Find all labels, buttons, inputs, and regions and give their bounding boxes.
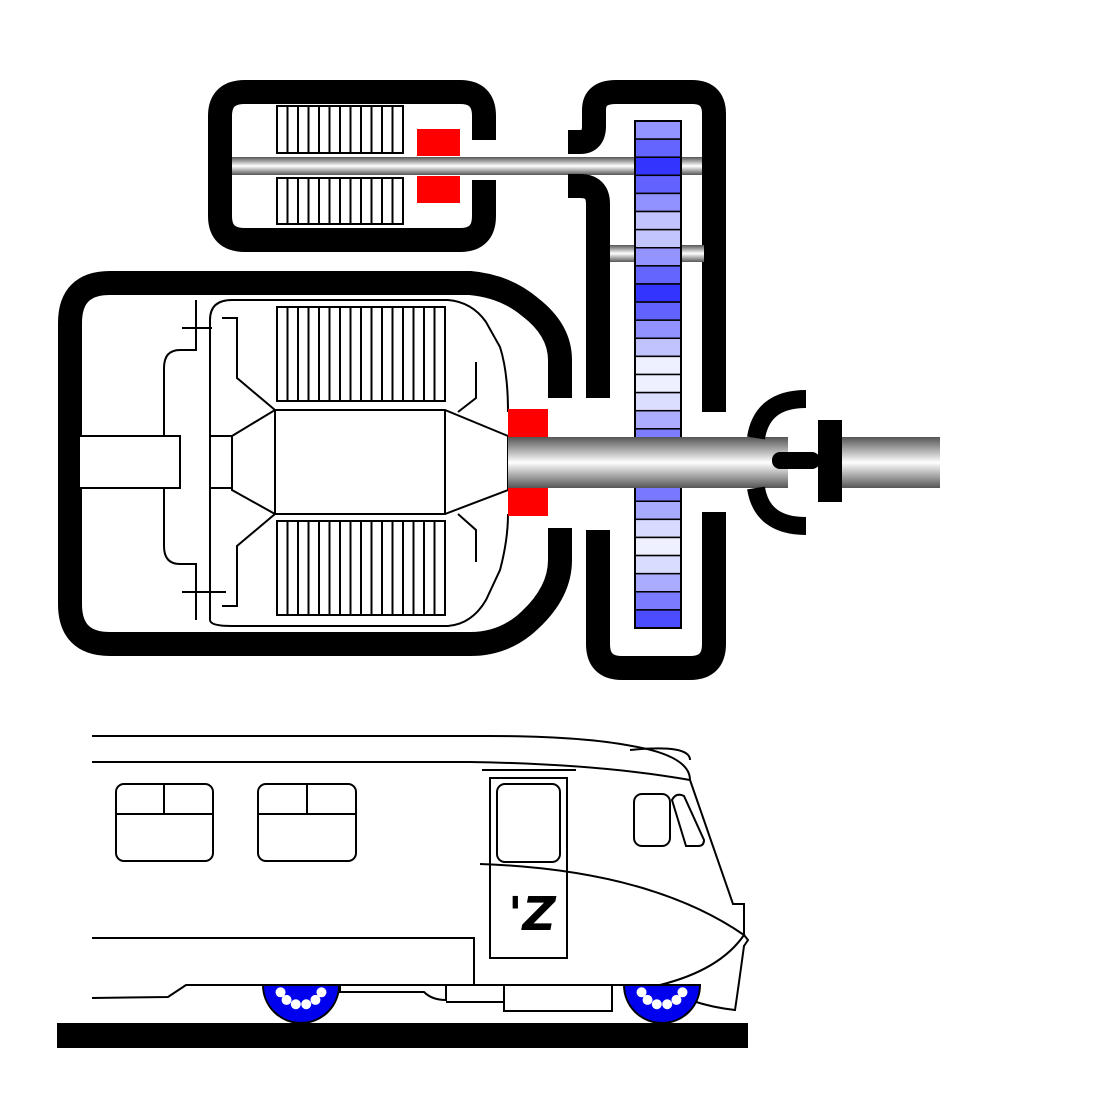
train-car: 'Z [91, 735, 750, 1024]
main-motor [58, 271, 940, 656]
front-wheel-hole [636, 987, 647, 998]
main-motor-inner-frame [209, 299, 509, 620]
gearbox [568, 80, 726, 680]
train-door [489, 777, 568, 959]
cab-window-2 [670, 793, 706, 847]
train-nose-profile [479, 863, 746, 986]
gear-tooth [634, 373, 682, 394]
rear-wheel [261, 984, 341, 1024]
coupling-pin [772, 452, 820, 469]
main-motor-rotor [231, 409, 509, 515]
top-motor-bearing-lower [417, 176, 460, 203]
passenger-window-2-frame [258, 784, 356, 815]
rear-wheel-hole [301, 999, 312, 1010]
gear-tooth [634, 120, 682, 140]
front-wheel-hole [671, 994, 682, 1005]
train-door-window [496, 783, 561, 863]
main-motor-coil-lower [276, 520, 446, 616]
gear-tooth [634, 156, 682, 177]
gear-tooth [634, 518, 682, 539]
gear-tooth [634, 500, 682, 521]
rear-wheel-hole [316, 987, 327, 998]
gear-tooth [634, 319, 682, 340]
gear-outline [634, 120, 682, 629]
rear-wheel-hole [275, 987, 286, 998]
rear-wheel-hole [310, 994, 321, 1005]
gear-tooth [634, 337, 682, 358]
train-roof-edge [92, 761, 691, 781]
gear-tooth [634, 409, 682, 430]
gearbox-housing-lower [586, 512, 726, 680]
gear-tooth [634, 283, 682, 303]
gear-tooth [634, 210, 682, 231]
gear-tooth [634, 572, 682, 593]
train-nose [659, 779, 750, 1012]
gear-tooth [634, 609, 682, 629]
ground-rail [57, 1023, 748, 1048]
train-roof-line [92, 735, 691, 781]
main-motor-inner-frame-lower [209, 513, 509, 627]
gear-tooth [634, 138, 682, 158]
shaft-coupling [747, 390, 842, 535]
gear-tooth [634, 391, 682, 412]
train-wheels [261, 984, 702, 1024]
gear-tooth [634, 355, 682, 376]
rotor-hub [209, 435, 233, 489]
gear-tooth [634, 591, 682, 611]
top-motor-shaft [232, 157, 704, 175]
main-motor-bearing-upper [508, 409, 548, 437]
front-wheel-hole [677, 987, 688, 998]
gear-tooth [634, 247, 682, 267]
main-motor-housing [58, 271, 572, 656]
coupling-flange [818, 420, 842, 502]
train-skirt [92, 937, 660, 986]
gear-tooth [634, 536, 682, 557]
left-stub-shaft [80, 435, 181, 489]
gear-tooth [634, 192, 682, 213]
front-wheel-disc [622, 984, 702, 1024]
coupling-claw [747, 390, 807, 535]
top-motor-bearing-upper [417, 129, 460, 156]
gear [634, 120, 682, 629]
front-wheel-hole [662, 999, 673, 1010]
front-wheel-hole [642, 994, 653, 1005]
gearbox-housing-upper [568, 80, 726, 412]
gearbox-housing-inner [568, 174, 610, 398]
rear-wheel-hole [290, 999, 301, 1010]
train-logo: 'Z [508, 887, 557, 941]
rear-wheel-disc [261, 984, 341, 1024]
bogie-equipment [339, 985, 613, 1012]
gear-tooth [634, 265, 682, 285]
front-wheel [622, 984, 702, 1024]
top-motor-coil-lower [276, 177, 404, 225]
top-motor [208, 80, 704, 252]
gear-tooth [634, 554, 682, 575]
front-wheel-hole [651, 999, 662, 1010]
gear-tooth [634, 228, 682, 249]
main-shaft [508, 437, 788, 488]
gear-tooth [634, 301, 682, 321]
rear-wheel-hole [281, 994, 292, 1005]
gear-tooth [634, 174, 682, 195]
top-motor-housing [208, 80, 496, 252]
rotor-struts [222, 317, 477, 607]
main-motor-bearing-lower [508, 488, 548, 516]
main-motor-coil-upper [276, 306, 446, 402]
passenger-window-1-frame [116, 784, 213, 815]
train-headlight-hood [629, 747, 691, 761]
top-motor-coil-upper [276, 105, 404, 154]
main-shaft-extension [840, 437, 940, 488]
cab-window-1 [633, 793, 671, 847]
